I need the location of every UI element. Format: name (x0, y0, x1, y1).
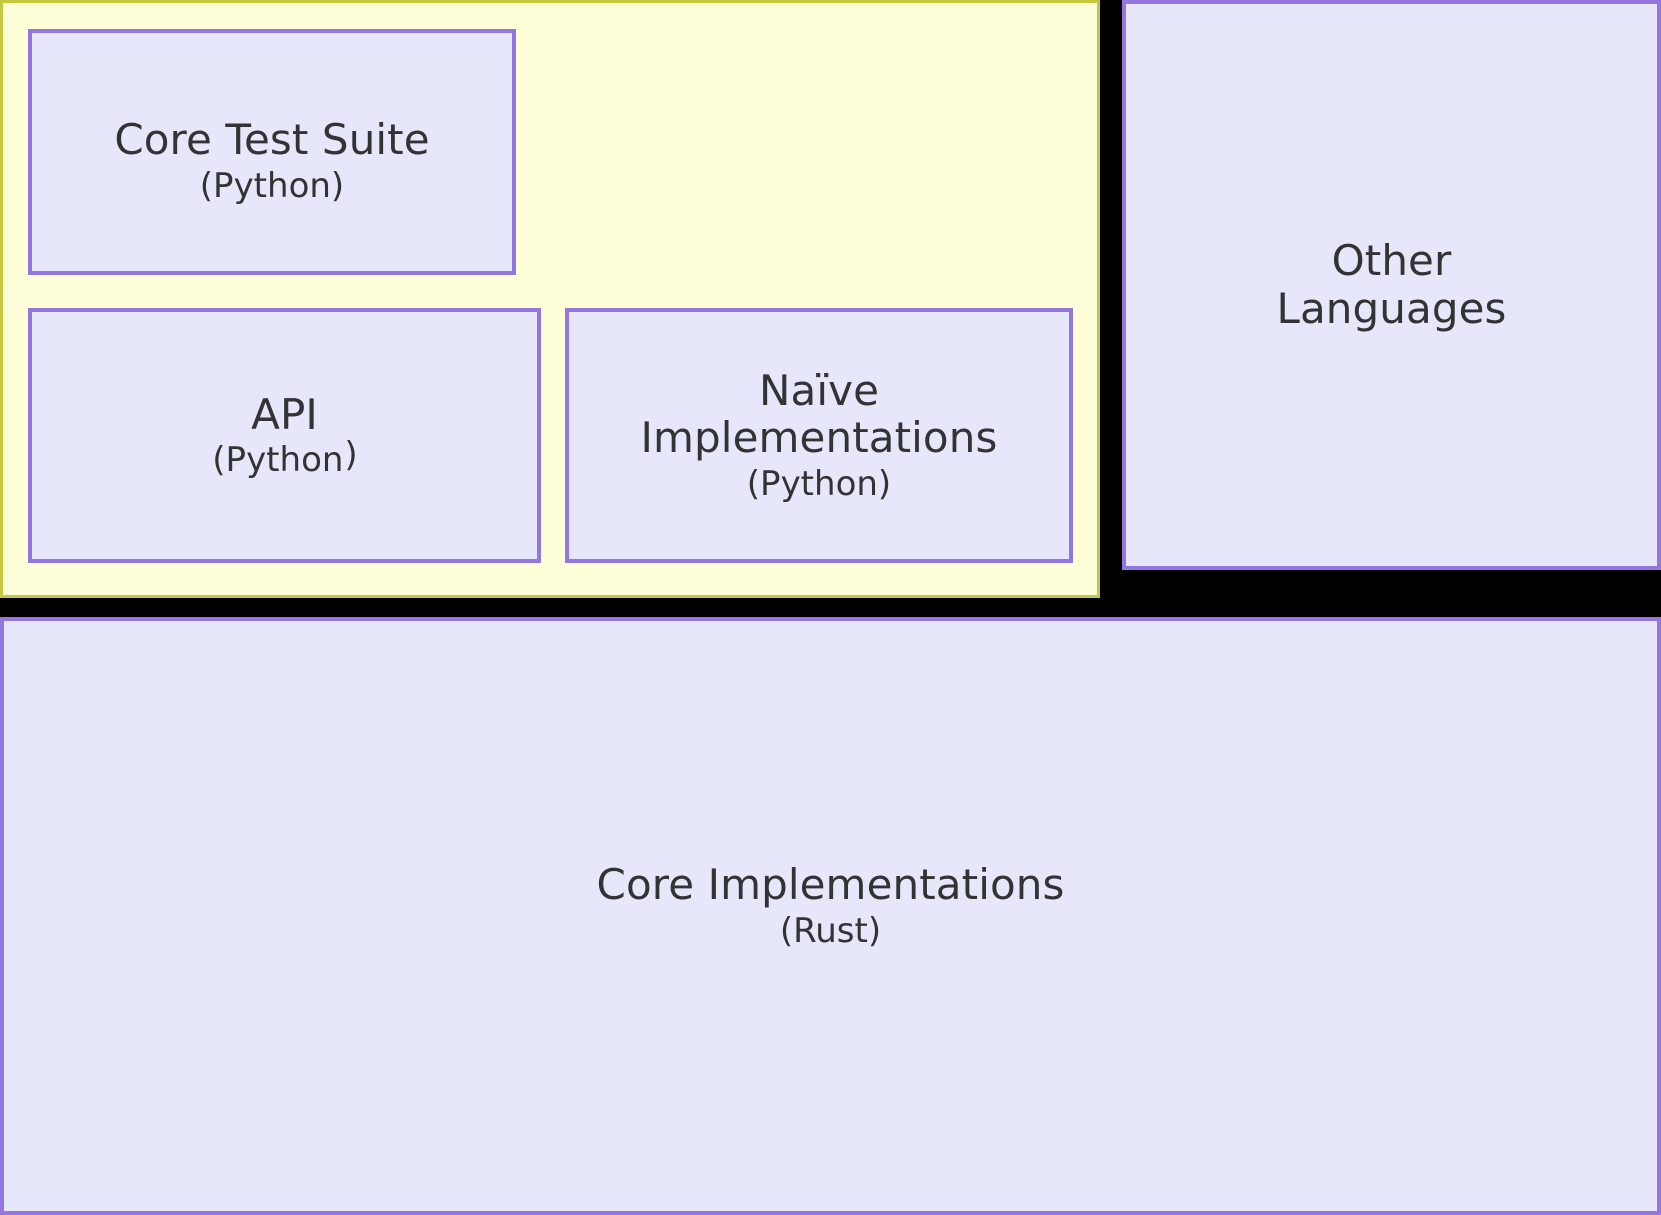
box-core-test-suite[interactable]: Core Test Suite (Python) (28, 29, 516, 275)
box-core-test-suite-title: Core Test Suite (114, 115, 430, 164)
box-api-subtitle-close-paren: ) (344, 435, 358, 476)
box-core-test-suite-subtitle: (Python) (199, 165, 345, 206)
box-core-implementations[interactable]: Core Implementations (Rust) (0, 617, 1661, 1215)
box-naive-implementations-title-line2: Implementations (640, 413, 998, 463)
box-core-implementations-subtitle: (Rust) (779, 910, 882, 951)
box-core-implementations-text-stack: Core Implementations (Rust) (597, 861, 1065, 951)
box-core-implementations-title: Core Implementations (596, 860, 1065, 909)
box-naive-implementations-title-line1: Naïve (758, 365, 880, 415)
box-api-title: API (251, 389, 318, 439)
python-zone-container: Core Test Suite (Python) API (Python) Na… (0, 0, 1100, 598)
box-other-languages[interactable]: Other Languages (1122, 0, 1661, 570)
box-api-subtitle: (Python) (212, 435, 357, 481)
box-api[interactable]: API (Python) (28, 308, 541, 563)
box-other-languages-title-line1: Other (1331, 236, 1452, 286)
box-naive-implementations-subtitle: (Python) (746, 464, 892, 505)
box-other-languages-title-line2: Languages (1276, 284, 1507, 333)
box-naive-implementations[interactable]: Naïve Implementations (Python) (565, 308, 1073, 563)
box-api-subtitle-text: (Python (212, 440, 344, 481)
